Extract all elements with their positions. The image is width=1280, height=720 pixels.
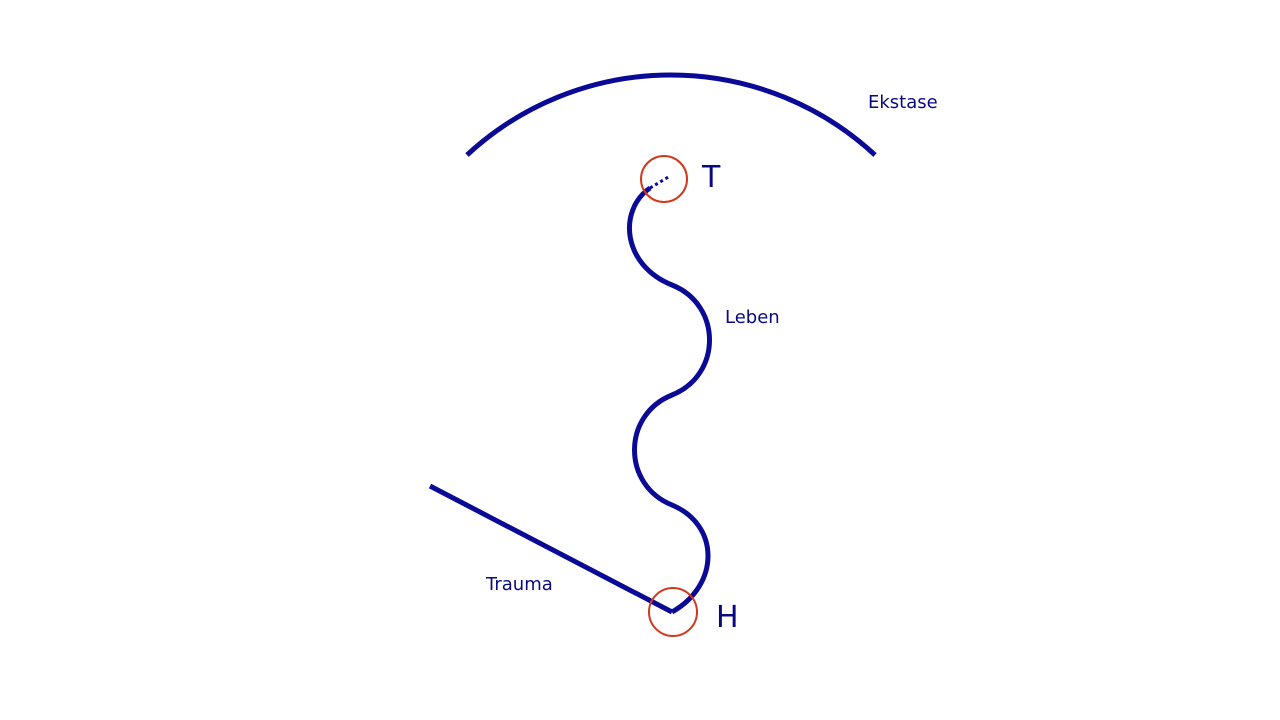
leben-wave [627,185,712,615]
leben-label: Leben [725,307,780,328]
h-label: H [716,600,739,635]
trauma-line [428,483,674,615]
ekstase-label: Ekstase [868,92,938,113]
ekstase-arc [465,72,877,157]
h-circle [648,587,698,637]
trauma-label: Trauma [486,574,553,595]
leben-wave-dashed-end [649,174,671,190]
t-circle [640,155,688,203]
t-label: T [702,160,721,195]
